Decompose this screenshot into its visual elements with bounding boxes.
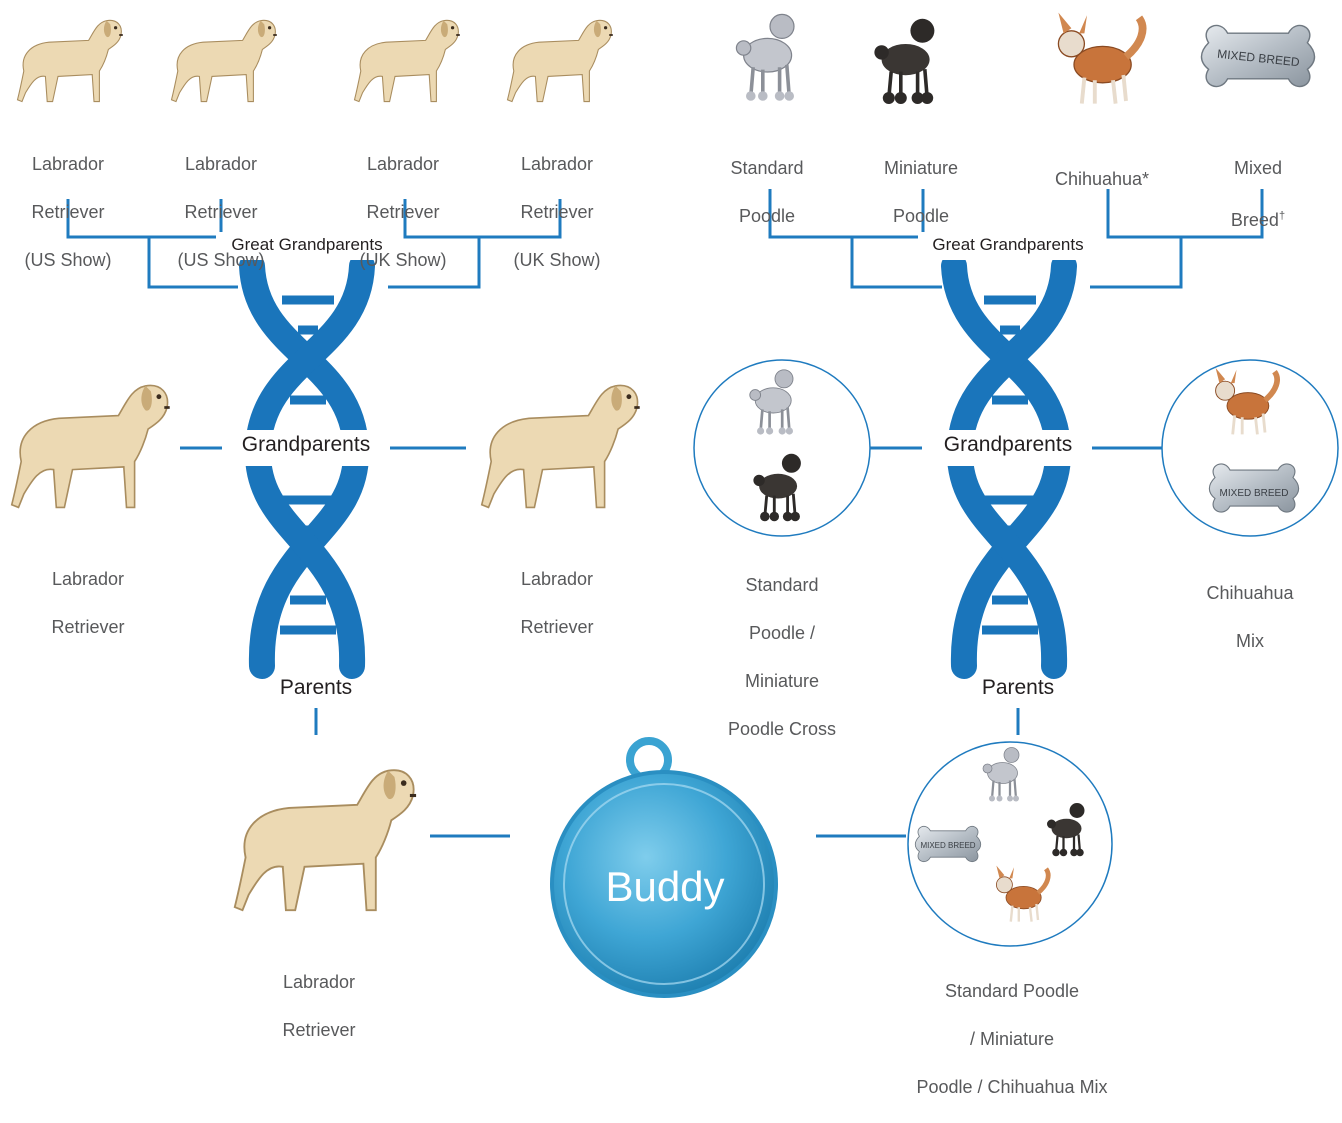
tag-body (550, 770, 778, 998)
label-line: Retriever (520, 617, 594, 637)
right-grandparent-1 (693, 359, 871, 537)
right-parent: MIXED BREED (907, 741, 1113, 947)
label-line: Poodle (738, 206, 796, 226)
label-line: Poodle / (748, 623, 816, 643)
parent-label: Labrador Retriever (259, 946, 379, 1066)
dna-helix-left (216, 232, 398, 679)
level-label-parents: Parents (279, 676, 353, 699)
labrador-retriever-icon (480, 384, 642, 509)
label-line: (UK Show) (359, 250, 447, 270)
miniature-poodle-icon (872, 16, 937, 106)
level-label-grandparents: Grandparents (241, 433, 371, 456)
labrador-retriever-icon (16, 19, 124, 103)
great-grandparent-label: Labrador Retriever (UK Show) (343, 128, 463, 296)
level-label-parents: Parents (981, 676, 1055, 699)
standard-poodle-icon (734, 12, 796, 103)
labrador-retriever-icon (10, 384, 172, 509)
right-great-grandparents: MIXED BREED (734, 12, 1316, 106)
label-line: Mix (1236, 631, 1264, 651)
label-line: Retriever (184, 202, 258, 222)
label-line: Chihuahua* (1054, 169, 1150, 189)
label-line: Labrador (520, 154, 594, 174)
pedigree-diagram: MIXED BREED MIXED (10, 0, 1339, 998)
label-line: Poodle / Chihuahua Mix (916, 1077, 1108, 1097)
label-line: Labrador (184, 154, 258, 174)
grandparent-label: Standard Poodle / Miniature Poodle Cross (712, 549, 852, 765)
label-line: Retriever (31, 202, 105, 222)
label-line: Mixed (1233, 158, 1282, 178)
grandparent-circle (1161, 359, 1339, 537)
label-line: Retriever (366, 202, 440, 222)
chihuahua-icon (1058, 13, 1142, 104)
grandparent-circle (693, 359, 871, 537)
label-line: Chihuahua (1206, 583, 1294, 603)
label-line: Poodle Cross (727, 719, 837, 739)
parent-label: Standard Poodle / Miniature Poodle / Chi… (892, 955, 1132, 1123)
label-line: Labrador (366, 154, 440, 174)
label-line: Poodle (892, 206, 950, 226)
dna-helix-right (918, 232, 1100, 679)
mixed-breed-tag-text: MIXED BREED (920, 841, 975, 850)
grandparent-label: Labrador Retriever (497, 543, 617, 663)
label-line: Miniature (883, 158, 959, 178)
great-grandparent-label: Chihuahua* (1042, 143, 1162, 215)
label-line: Labrador (520, 569, 594, 589)
label-line: Standard (745, 575, 819, 595)
great-grandparent-label: Labrador Retriever (US Show) (161, 128, 281, 296)
parent-circle (907, 741, 1113, 947)
buddy-tag (550, 737, 778, 998)
great-grandparent-label: Labrador Retriever (UK Show) (497, 128, 617, 296)
right-connectors (768, 189, 1264, 838)
great-grandparent-label: Mixed Breed† (1198, 132, 1318, 256)
label-line: / Miniature (969, 1029, 1055, 1049)
buddy-name: Buddy (605, 863, 725, 910)
label-line: Standard (730, 158, 804, 178)
label-line: (US Show) (177, 250, 265, 270)
right-grandparent-2: MIXED BREED (1161, 359, 1339, 537)
level-label-grandparents: Grandparents (943, 433, 1073, 456)
label-line: Retriever (282, 1020, 356, 1040)
great-grandparent-label: Standard Poodle (707, 132, 827, 252)
label-line: Labrador (282, 972, 356, 992)
label-line: (US Show) (24, 250, 112, 270)
label-line: Labrador (31, 154, 105, 174)
label-line: Retriever (520, 202, 594, 222)
label-line: (UK Show) (513, 250, 601, 270)
level-label-great-grandparents: Great Grandparents (932, 235, 1084, 254)
label-line: Miniature (744, 671, 820, 691)
dagger-mark: † (1278, 210, 1286, 222)
mixed-breed-tag-text: MIXED BREED (1220, 488, 1289, 499)
label-line: Breed† (1198, 204, 1318, 232)
left-connectors (66, 199, 562, 838)
grandparent-label: Chihuahua Mix (1190, 557, 1310, 677)
label-line: Standard Poodle (944, 981, 1080, 1001)
label-text: Breed (1230, 210, 1279, 230)
level-label-great-grandparents: Great Grandparents (231, 235, 383, 254)
left-great-grandparents (16, 19, 614, 103)
great-grandparent-label: Miniature Poodle (861, 132, 981, 252)
label-line: Labrador (51, 569, 125, 589)
labrador-retriever-parent-icon (233, 768, 418, 912)
labrador-retriever-icon (353, 19, 461, 103)
label-line: Retriever (51, 617, 125, 637)
great-grandparent-label: Labrador Retriever (US Show) (8, 128, 128, 296)
labrador-retriever-icon (506, 19, 614, 103)
grandparent-label: Labrador Retriever (28, 543, 148, 663)
labrador-retriever-icon (170, 19, 278, 103)
